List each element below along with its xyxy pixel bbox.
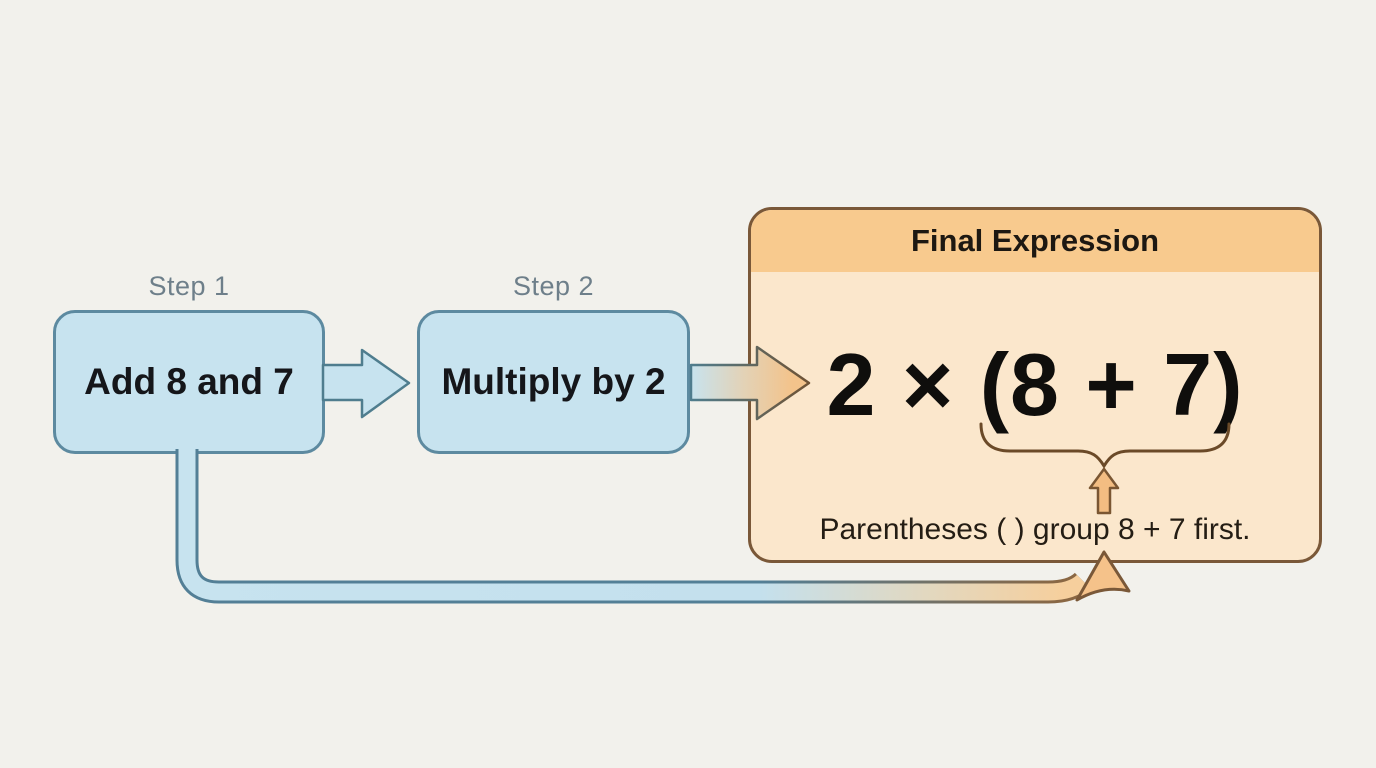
step-2-text: Multiply by 2 [441, 361, 666, 402]
block-arrow-right-icon [321, 348, 411, 419]
step-1-label: Step 1 [148, 271, 230, 301]
final-expression-header: Final Expression [751, 210, 1319, 272]
step-1-box: Add 8 and 7 [53, 310, 325, 454]
step-2-label: Step 2 [512, 271, 595, 301]
final-expression-card: Final Expression 2 × (8 + 7) Parentheses… [748, 207, 1322, 563]
parentheses-caption: Parentheses ( ) group 8 + 7 first. [819, 513, 1251, 546]
step-2-box: Multiply by 2 [417, 310, 690, 454]
final-expression-value: 2 × (8 + 7) [826, 335, 1244, 434]
final-expression-title: Final Expression [910, 223, 1160, 258]
step-1-text: Add 8 and 7 [84, 361, 294, 402]
